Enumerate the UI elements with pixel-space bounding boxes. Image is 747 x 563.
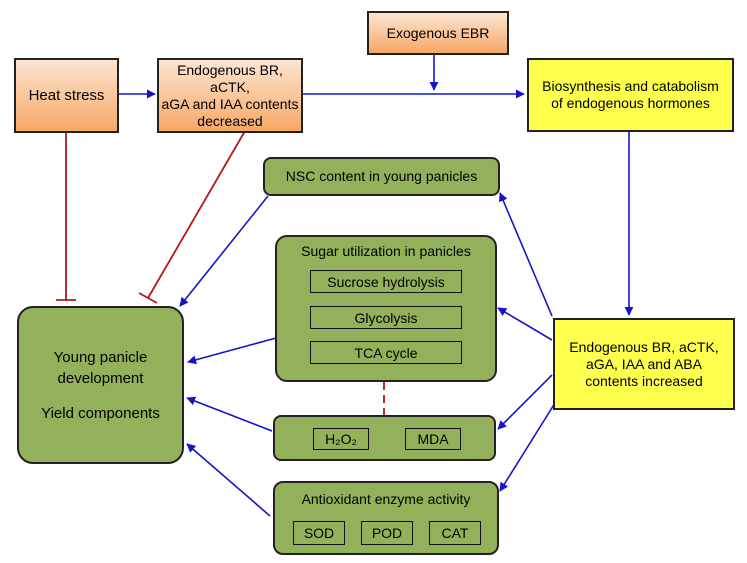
young-panicle-line-2: development [57,369,144,387]
endogenous-decreased-box: Endogenous BR, aCTK, aGA and IAA content… [157,58,303,133]
biosynthesis-line-1: Biosynthesis and catabolism [542,78,719,94]
nsc-content-box: NSC content in young panicles [263,157,500,196]
increased-line-2: aGA, IAA and ABA [586,355,702,372]
antioxidant-title: Antioxidant enzyme activity [301,491,471,507]
ros-box: H₂O₂ MDA [273,415,496,461]
arrow-increased-to-antioxidant [499,394,561,492]
biosynthesis-box: Biosynthesis and catabolism of endogenou… [527,58,734,132]
exogenous-ebr-label: Exogenous EBR [386,24,490,41]
heat-stress-label: Heat stress [28,86,105,104]
decreased-line-3: decreased [197,112,263,129]
arrow-ros-to-panicle [186,396,273,432]
inhibit-decreased-bar [138,292,158,304]
nsc-content-label: NSC content in young panicles [285,168,478,184]
biosynthesis-line-2: of endogenous hormones [551,95,710,111]
sod-item: SOD [293,521,345,545]
glycolysis-item: Glycolysis [310,306,462,329]
heat-stress-box: Heat stress [14,58,119,133]
increased-line-3: contents increased [585,372,703,389]
sucrose-hydrolysis-item: Sucrose hydrolysis [310,270,462,293]
h2o2-item: H₂O₂ [313,428,369,450]
young-panicle-line-1: Young panicle [53,348,148,366]
decreased-line-2: aGA and IAA contents [161,95,299,112]
arrow-antioxidant-to-panicle [186,443,271,517]
endogenous-increased-box: Endogenous BR, aCTK, aGA, IAA and ABA co… [553,318,735,410]
arrow-increased-to-nsc [499,192,553,317]
tca-cycle-item: TCA cycle [310,341,462,364]
arrow-increased-to-ros [497,374,553,430]
sugar-utilization-box: Sugar utilization in panicles Sucrose hy… [275,235,497,382]
pod-item: POD [361,521,413,545]
antioxidant-box: Antioxidant enzyme activity SOD POD CAT [273,481,499,555]
cat-item: CAT [429,521,481,545]
inhibit-decreased-to-panicle [147,130,246,299]
increased-line-1: Endogenous BR, aCTK, [569,338,719,355]
decreased-line-1: Endogenous BR, aCTK, [177,61,283,95]
arrow-nsc-to-panicle [179,195,269,307]
yield-components-label: Yield components [41,404,160,422]
mda-item: MDA [405,428,461,450]
sugar-utilization-title: Sugar utilization in panicles [301,243,471,259]
arrow-increased-to-sugar [497,307,553,341]
arrow-sugar-to-panicle [187,337,277,365]
young-panicle-box: Young panicle development Yield componen… [17,306,184,464]
exogenous-ebr-box: Exogenous EBR [367,11,509,55]
